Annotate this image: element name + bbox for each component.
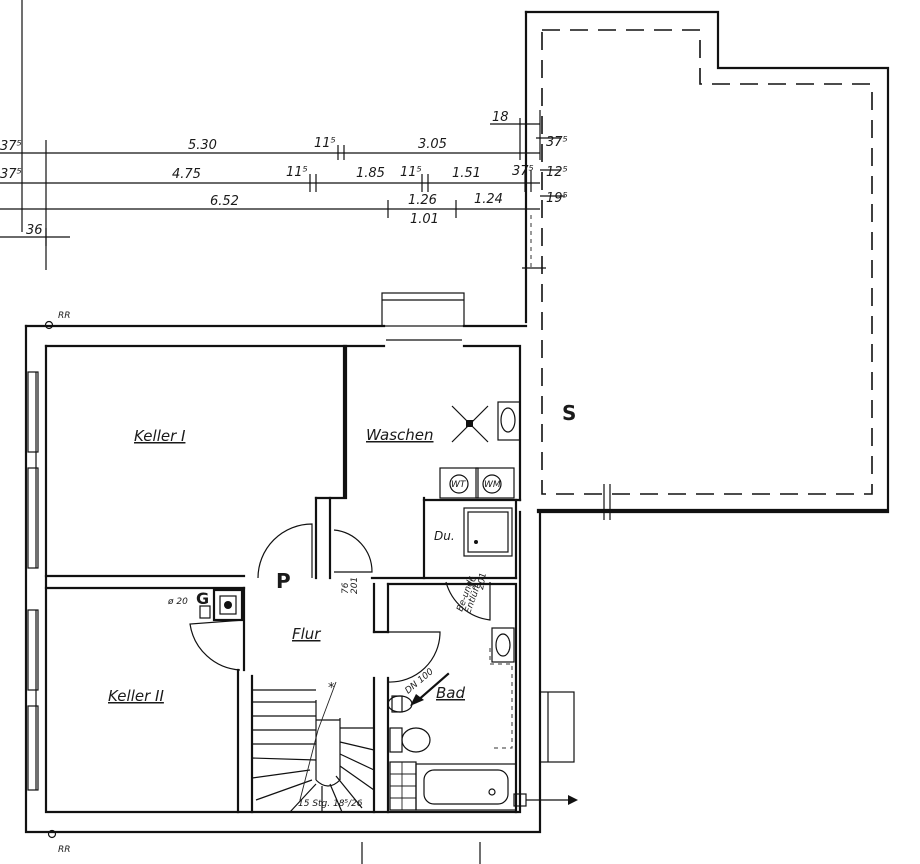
dim-r2-e: 11⁵ <box>400 165 422 180</box>
dim-r1-top: 18 <box>492 110 509 125</box>
dim-r3-c: 1.26 <box>408 193 437 208</box>
vent-label-d: 201 <box>476 572 489 591</box>
wt-label: WT <box>451 480 467 490</box>
dim-r2-a: 37⁵ <box>0 167 22 182</box>
gas-label: G <box>196 589 209 608</box>
door-swings <box>189 523 491 683</box>
room-label-flur: Flur <box>292 625 321 643</box>
dim-r1-e: 37⁵ <box>546 135 568 150</box>
dim-r1-c: 11⁵ <box>314 136 336 151</box>
dim-r1-a: 37⁵ <box>0 139 22 154</box>
stairs-label: 15 Stg. 18⁵/26 <box>298 799 363 809</box>
stairs-arrow-star: * <box>328 681 335 696</box>
dim-r3-b: 6.52 <box>210 194 239 209</box>
door-label-a: 76 <box>341 582 351 594</box>
vent-label-c: 76 <box>467 575 479 588</box>
dim-r2-g: 37⁵ <box>512 164 534 179</box>
dim-r3-sub: 1.01 <box>410 212 439 227</box>
dim-r1-b: 5.30 <box>188 138 217 153</box>
room-label-bad: Bad <box>436 684 465 702</box>
dim-r3-e: 19⁵ <box>546 191 568 206</box>
rr-bottom-label: RR <box>58 845 71 855</box>
room-label-waschen: Waschen <box>366 426 434 444</box>
wm-label: WM <box>484 480 501 490</box>
dim-r2-b: 4.75 <box>172 167 201 182</box>
dim-r2-f: 1.51 <box>452 166 481 181</box>
dim-r2-h: 12⁵ <box>546 165 568 180</box>
dn-label: DN 100 <box>404 667 436 696</box>
room-label-keller1: Keller I <box>134 427 186 445</box>
heater-label: P <box>276 569 291 593</box>
left-windows <box>27 371 39 791</box>
room-label-dusche: Du. <box>434 529 455 543</box>
room-labels: Keller I Keller II Waschen Flur Bad Du. … <box>108 426 489 705</box>
dim-r4-a: 36 <box>26 223 43 238</box>
gas-size-label: ø 20 <box>167 597 188 607</box>
room-label-s: S <box>562 401 576 425</box>
door-label-b: 201 <box>350 577 360 594</box>
dim-r2-c: 11⁵ <box>286 165 308 180</box>
carport-outline: S <box>524 10 890 520</box>
dimension-chains <box>0 0 565 270</box>
rr-top-label: RR <box>58 311 71 321</box>
outer-walls: RR RR <box>24 292 890 864</box>
dim-r3-d: 1.24 <box>474 192 503 207</box>
dim-r1-d: 3.05 <box>418 137 447 152</box>
room-label-keller2: Keller II <box>108 687 164 705</box>
fixtures: WT WM <box>199 401 578 811</box>
dim-r2-d: 1.85 <box>356 166 385 181</box>
stairs: * 15 Stg. 18⁵/26 <box>251 681 375 813</box>
dimension-texts: 37⁵ 5.30 11⁵ 3.05 37⁵ 18 37⁵ 4.75 11⁵ 1.… <box>0 110 568 238</box>
